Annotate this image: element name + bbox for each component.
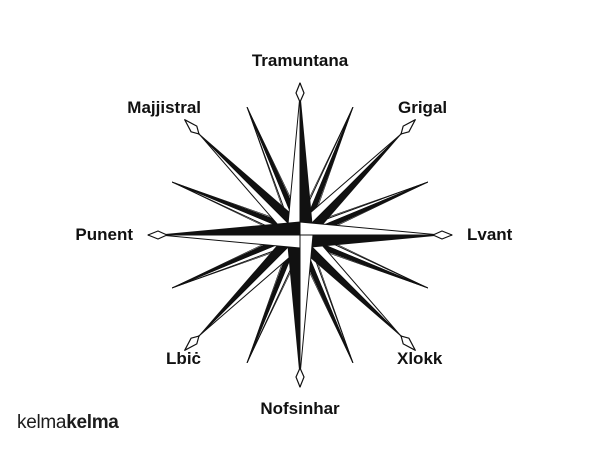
brand-part-2: kelma	[66, 412, 119, 433]
intercardinal-tip-ornament	[184, 335, 200, 351]
label-west: Punent	[75, 225, 133, 244]
cardinal-ray-light	[299, 221, 441, 236]
cardinal-points	[148, 83, 452, 387]
label-southwest: Lbiċ	[166, 349, 201, 368]
cardinal-tip-ornament	[432, 230, 453, 240]
label-northeast: Grigal	[398, 98, 447, 117]
cardinal-ray-light	[159, 234, 301, 249]
intercardinal-tip-ornament	[400, 335, 416, 351]
cardinal-tip-ornament	[295, 367, 305, 388]
label-southeast: Xlokk	[397, 349, 443, 368]
point-tips	[147, 82, 453, 388]
intercardinal-tip-ornament	[400, 119, 416, 135]
brand-part-1: kelma	[17, 412, 67, 433]
intercardinal-tip-ornament	[184, 119, 200, 135]
label-east: Lvant	[467, 225, 513, 244]
label-north: Tramuntana	[252, 51, 349, 70]
cardinal-ray-light	[299, 234, 314, 376]
intercardinal-points	[190, 125, 410, 345]
cardinal-ray-dark	[286, 234, 301, 376]
cardinal-tip-ornament	[295, 82, 305, 103]
cardinal-tip-ornament	[147, 230, 168, 240]
cardinal-ray-dark	[299, 234, 441, 249]
brand-logo: kelmakelma	[17, 412, 119, 434]
cardinal-ray-dark	[299, 94, 314, 236]
label-south: Nofsinhar	[260, 399, 340, 418]
label-northwest: Majjistral	[127, 98, 201, 117]
cardinal-ray-dark	[159, 221, 301, 236]
cardinal-ray-light	[286, 94, 301, 236]
